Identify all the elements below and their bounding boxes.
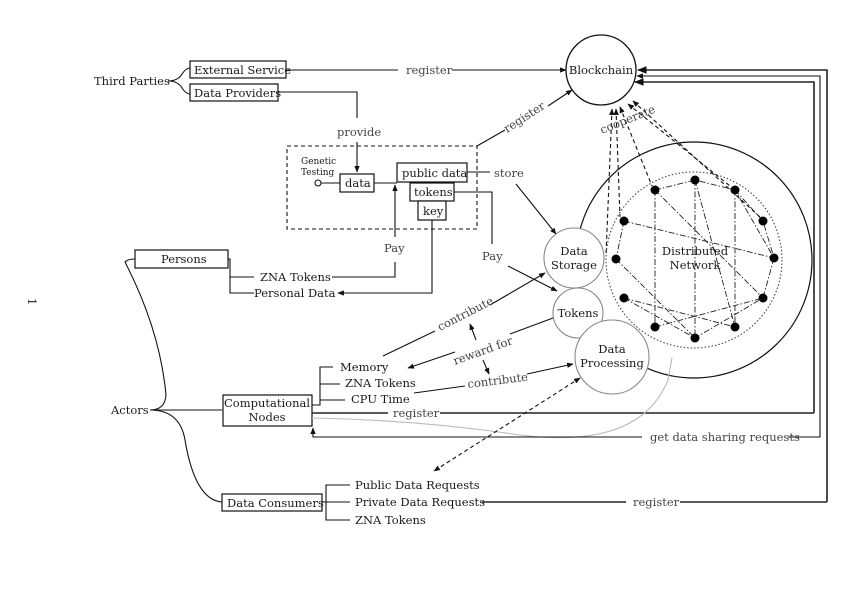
consumers-zna-tokens: ZNA Tokens [355, 513, 426, 527]
tokens-node-label: Tokens [558, 306, 599, 320]
edge-label-cooperate: cooperate [598, 102, 657, 137]
edge-label-contribute-memory: contribute [435, 294, 496, 334]
external-service-label: External Service [194, 63, 291, 77]
computational-nodes-box[interactable] [222, 394, 313, 427]
edge-label-register-nodes: register [393, 406, 440, 420]
edge-label-provide: provide [337, 125, 381, 139]
edge-consumers-register-return [637, 66, 828, 502]
tokens-box-label: tokens [414, 185, 453, 199]
edge-label-register-external: register [406, 63, 453, 77]
blockchain-label: Blockchain [569, 63, 634, 77]
edge-processing-requests [433, 377, 581, 472]
persons-label: Persons [161, 252, 207, 266]
data-consumers-label: Data Consumers [227, 496, 324, 510]
data-processing-label-1: Data [598, 342, 626, 356]
data-storage-label-2: Storage [551, 258, 597, 272]
edge-store-to-storage [515, 183, 557, 235]
cpu-time-item: CPU Time [351, 392, 410, 406]
distributed-network-label-1: Distributed [662, 244, 729, 258]
data-processing-label-2: Processing [580, 356, 644, 370]
edge-zna-to-pay [332, 262, 396, 278]
edge-reward-up [469, 323, 477, 341]
genetic-testing-group [286, 145, 478, 230]
edge-label-get-requests: get data sharing requests [650, 430, 800, 444]
edge-label-pay-persons: Pay [384, 241, 405, 255]
third-parties-brace [167, 67, 191, 95]
data-processing-node[interactable] [574, 319, 650, 395]
key-box-label: key [423, 204, 444, 218]
network-inner-circle [605, 171, 783, 349]
edge-tokens-pay [454, 191, 493, 244]
edge-label-pay-tokens: Pay [482, 249, 503, 263]
actors-brace [124, 258, 223, 503]
genetic-testing-source [314, 179, 322, 187]
memory-item: Memory [340, 360, 389, 374]
persons-zna-tokens: ZNA Tokens [260, 270, 331, 284]
blockchain-node[interactable] [565, 34, 637, 106]
edge-reward-down [482, 359, 490, 375]
genetic-testing-label-2: Testing [301, 168, 335, 178]
edge-label-register-testing: register [501, 98, 548, 135]
edge-key-to-personal-data [337, 220, 433, 296]
edge-get-requests-return [636, 73, 821, 438]
edge-nodes-register-return [634, 78, 815, 413]
persons-branch [228, 258, 254, 294]
edge-label-reward-for: reward for [451, 333, 515, 368]
distributed-network-label-2: Network [670, 258, 722, 272]
edge-label-contribute-cpu: contribute [467, 370, 529, 391]
private-data-requests-item: Private Data Requests [355, 495, 485, 509]
nodes-branch [312, 366, 345, 406]
edge-testing-to-blockchain [476, 90, 572, 147]
nodes-zna-tokens: ZNA Tokens [345, 376, 416, 390]
edge-label-store: store [494, 166, 524, 180]
third-parties-label: Third Parties [94, 74, 170, 88]
public-data-requests-item: Public Data Requests [355, 478, 480, 492]
edge-pay-to-tokens [507, 265, 558, 292]
genetic-testing-label-1: Genetic [301, 157, 336, 167]
edge-providers-down [278, 91, 358, 118]
persons-personal-data: Personal Data [254, 286, 336, 300]
actors-label: Actors [110, 403, 149, 417]
data-storage-label-1: Data [560, 244, 588, 258]
edge-memory-to-storage [382, 273, 545, 357]
page-number: 1 [25, 298, 39, 305]
computational-nodes-label-2: Nodes [248, 410, 285, 424]
cooperate-edges [605, 100, 761, 256]
edge-tokens-reward [408, 317, 554, 368]
data-providers-label: Data Providers [194, 86, 281, 100]
public-data-label: public data [402, 166, 467, 180]
edge-label-register-consumers: register [633, 495, 680, 509]
computational-nodes-label-1: Computational [224, 396, 310, 410]
tokens-node[interactable] [552, 287, 604, 339]
data-box-label: data [345, 176, 371, 190]
consumers-branch [322, 484, 350, 521]
